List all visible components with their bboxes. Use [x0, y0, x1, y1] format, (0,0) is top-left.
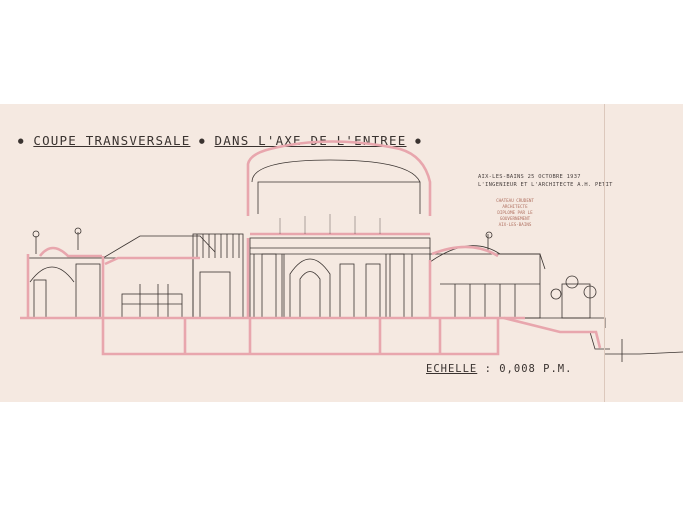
scale-label: ECHELLE [426, 363, 478, 375]
title-bullet-left: ● [18, 136, 25, 147]
stamp-line-3: DIPLOME PAR LE GOUVERNEMENT [497, 210, 533, 221]
scale-value: : 0,008 P.M. [484, 363, 573, 375]
stamp-line-2: ARCHITECTE [502, 204, 528, 209]
section-wash [20, 140, 602, 356]
title-subtitle: DANS L'AXE DE L'ENTREE [214, 133, 407, 148]
left-hall [102, 235, 216, 319]
left-pavilion [27, 227, 104, 319]
title-main: COUPE TRANSVERSALE [33, 133, 191, 148]
drawing-title: ● COUPE TRANSVERSALE ● DANS L'AXE DE L'E… [18, 133, 422, 148]
garden-terrace [525, 275, 683, 362]
title-bullet-right: ● [415, 136, 422, 147]
right-wing [429, 231, 546, 319]
stamp-line-4: AIX-LES-BAINS [498, 222, 532, 227]
architectural-drawing-sheet: ● COUPE TRANSVERSALE ● DANS L'AXE DE L'E… [0, 104, 683, 402]
scale-annotation: ECHELLE : 0,008 P.M. [426, 363, 572, 375]
title-bullet-middle: ● [199, 136, 206, 147]
building-section-drawing [20, 140, 683, 362]
stamp-line-1: CHATEAU CRUDENT [496, 198, 534, 203]
architect-stamp: CHATEAU CRUDENT ARCHITECTE DIPLOME PAR L… [487, 198, 543, 228]
stair-block [192, 233, 244, 319]
central-hall [249, 159, 431, 319]
hall-ornament [279, 214, 381, 234]
architect-note: L'INGENIEUR ET L'ARCHITECTE A.H. PETIT [478, 182, 613, 188]
date-note: AIX-LES-BAINS 25 OCTOBRE 1937 [478, 174, 581, 180]
